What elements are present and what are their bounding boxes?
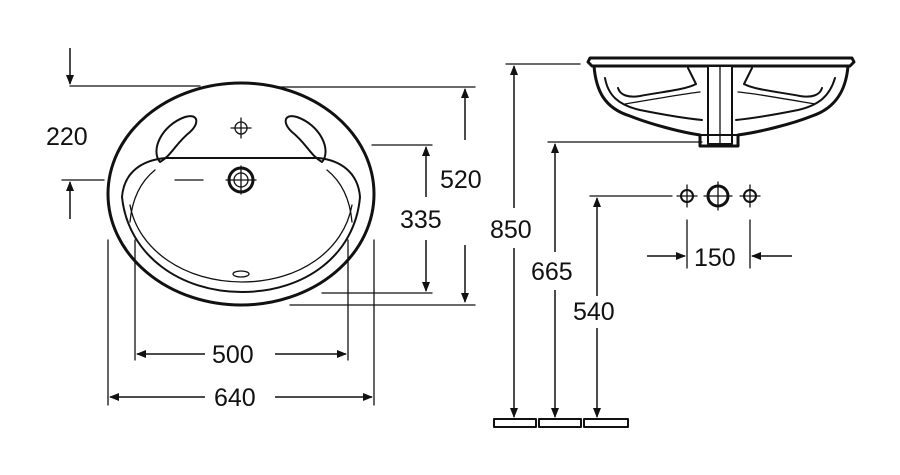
label-150: 150 — [694, 244, 736, 272]
center-tap-hole — [174, 165, 257, 195]
drain-outlet — [232, 270, 250, 278]
basin-inner-ring — [129, 204, 353, 283]
basin-outer-rim — [106, 81, 376, 307]
dim-540: 540 — [573, 195, 673, 418]
right-overflow-slot — [284, 115, 327, 163]
right-basin-wing — [743, 67, 823, 98]
dim-640: 640 — [107, 239, 375, 412]
left-basin-wing — [617, 67, 697, 98]
label-520: 520 — [440, 166, 482, 194]
dim-520: 520 — [274, 86, 482, 306]
label-540: 540 — [573, 298, 615, 326]
left-inner-wall — [129, 169, 156, 223]
basin-top-view — [106, 81, 376, 307]
dim-220: 220 — [46, 48, 201, 219]
supply-connections — [676, 181, 761, 211]
label-665: 665 — [531, 258, 573, 286]
label-220: 220 — [46, 123, 88, 151]
basin-inner-bowl — [121, 157, 361, 293]
basin-rim-profile — [586, 56, 856, 68]
label-335: 335 — [400, 206, 442, 234]
dim-665: 665 — [531, 141, 703, 418]
label-500: 500 — [212, 341, 254, 369]
left-overflow-slot — [155, 115, 198, 163]
center-drain-connection — [703, 181, 733, 211]
basin-inner-profile — [604, 77, 836, 121]
dim-335: 335 — [321, 144, 442, 294]
right-inner-wall — [326, 169, 353, 223]
left-supply-valve — [676, 184, 698, 208]
basin-side-view — [586, 56, 856, 148]
label-640: 640 — [214, 384, 256, 412]
dim-850: 850 — [490, 63, 581, 418]
label-850: 850 — [490, 216, 532, 244]
floor-base — [493, 418, 629, 428]
tap-hole-marker — [230, 117, 252, 139]
dim-150: 150 — [647, 219, 792, 272]
basin-body-profile — [592, 64, 850, 148]
dim-500: 500 — [134, 239, 349, 369]
basin-bowl-shadow — [624, 91, 816, 105]
right-supply-valve — [739, 184, 761, 208]
